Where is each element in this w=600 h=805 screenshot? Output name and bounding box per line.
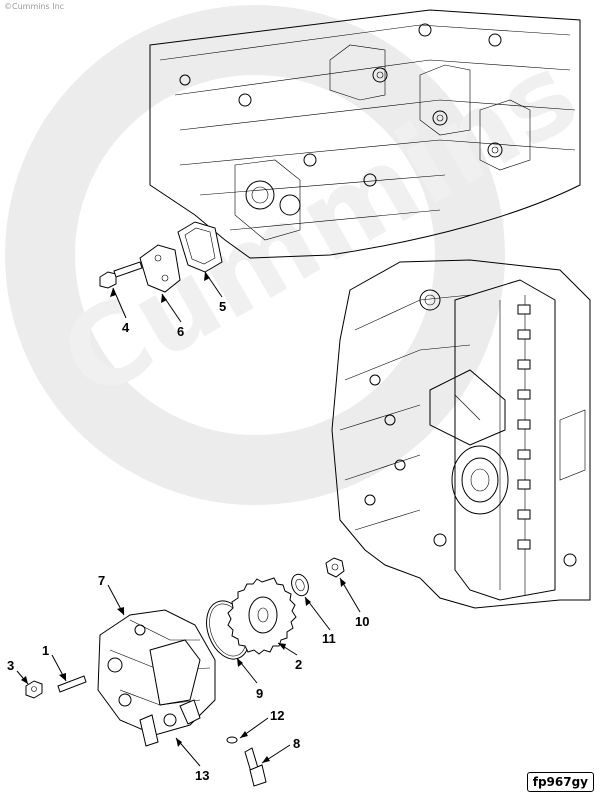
gear-part-2 bbox=[227, 577, 297, 655]
bolt-part-4 bbox=[99, 261, 143, 289]
callout-12: 12 bbox=[270, 708, 284, 723]
watermark: Cummins bbox=[5, 5, 598, 505]
callout-6: 6 bbox=[177, 324, 184, 339]
callout-5: 5 bbox=[219, 299, 226, 314]
fitting-part-8 bbox=[244, 747, 267, 787]
gear-housing bbox=[331, 259, 591, 609]
nut-part-3 bbox=[25, 680, 43, 699]
washer-part-11 bbox=[291, 573, 309, 597]
callout-1: 1 bbox=[42, 643, 49, 658]
engine-block-upper bbox=[149, 9, 581, 259]
seal-ring-part-12 bbox=[226, 736, 238, 744]
callout-3: 3 bbox=[7, 658, 14, 673]
leader-4 bbox=[112, 287, 127, 319]
callout-2: 2 bbox=[295, 657, 302, 672]
callout-4: 4 bbox=[122, 320, 130, 335]
bolt-row bbox=[517, 304, 531, 550]
gasket-part-5 bbox=[177, 221, 223, 273]
callout-9: 9 bbox=[256, 686, 263, 701]
leader-lines bbox=[16, 271, 361, 767]
callout-7: 7 bbox=[98, 573, 105, 588]
fuel-pump-part-7 bbox=[97, 609, 216, 747]
callout-8: 8 bbox=[293, 736, 300, 751]
callout-13: 13 bbox=[195, 768, 209, 783]
cover-plate-part-6 bbox=[139, 244, 181, 293]
nut-part-10 bbox=[325, 557, 345, 578]
callout-10: 10 bbox=[355, 614, 369, 629]
callout-11: 11 bbox=[322, 631, 336, 646]
callout-labels: 4 6 5 7 1 3 9 2 11 10 12 8 13 bbox=[7, 299, 369, 783]
copyright-notice: ©Cummins Inc bbox=[4, 2, 65, 11]
stud-part-1 bbox=[57, 675, 87, 693]
figure-id-label: fp967gy bbox=[526, 772, 594, 792]
